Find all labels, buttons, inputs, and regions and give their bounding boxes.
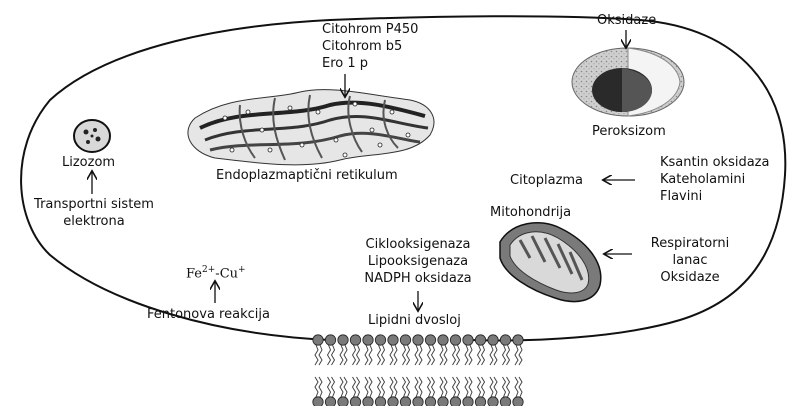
- lipid-bilayer-label: Lipidni dvosloj: [368, 312, 461, 329]
- er-enzyme: Citohrom P450: [322, 21, 418, 38]
- membrane-enzymes-list: Ciklooksigenaza Lipooksigenaza NADPH oks…: [358, 236, 478, 287]
- fe-symbol: Fe: [186, 266, 202, 281]
- lysosome-illustration: [74, 120, 110, 152]
- peroxisome-label: Peroksizom: [592, 123, 666, 140]
- membrane-enzyme: NADPH oksidaza: [358, 270, 478, 287]
- resp-chain-line: lanac: [640, 252, 740, 269]
- fenton-label: Fentonova reakcija: [147, 306, 270, 323]
- mitochondria-illustration: [500, 223, 601, 302]
- oxidase-label: Oksidaze: [597, 12, 656, 29]
- er-enzyme: Citohrom b5: [322, 38, 418, 55]
- cytoplasm-label: Citoplazma: [510, 172, 583, 189]
- fenton-ions-label: Fe2+-Cu+: [186, 262, 246, 282]
- cytoplasm-source: Ksantin oksidaza: [660, 154, 769, 171]
- lysosome-label: Lizozom: [62, 154, 115, 171]
- er-label: Endoplazmaptični retikulum: [216, 167, 398, 184]
- er-illustration: [188, 90, 434, 165]
- er-enzyme: Ero 1 p: [322, 55, 418, 72]
- membrane-enzyme: Lipooksigenaza: [358, 253, 478, 270]
- transport-chain-line: elektrona: [30, 213, 158, 230]
- cu-symbol: -Cu: [215, 266, 238, 281]
- transport-chain-label: Transportni sistem elektrona: [30, 196, 158, 230]
- mitochondria-label: Mitohondrija: [490, 204, 571, 221]
- resp-chain-line: Respiratorni: [640, 235, 740, 252]
- cytoplasm-source: Kateholamini: [660, 171, 769, 188]
- lipid-bilayer-illustration: [313, 335, 523, 406]
- resp-chain-label: Respiratorni lanac Oksidaze: [640, 235, 740, 286]
- er-enzymes-list: Citohrom P450 Citohrom b5 Ero 1 p: [322, 21, 418, 72]
- cytoplasm-source: Flavini: [660, 188, 769, 205]
- cytoplasm-sources: Ksantin oksidaza Kateholamini Flavini: [660, 154, 769, 205]
- fe-charge: 2+: [202, 265, 215, 275]
- peroxisome-illustration: [572, 48, 684, 116]
- membrane-enzyme: Ciklooksigenaza: [358, 236, 478, 253]
- cu-charge: +: [238, 265, 246, 275]
- resp-chain-line: Oksidaze: [640, 269, 740, 286]
- transport-chain-line: Transportni sistem: [30, 196, 158, 213]
